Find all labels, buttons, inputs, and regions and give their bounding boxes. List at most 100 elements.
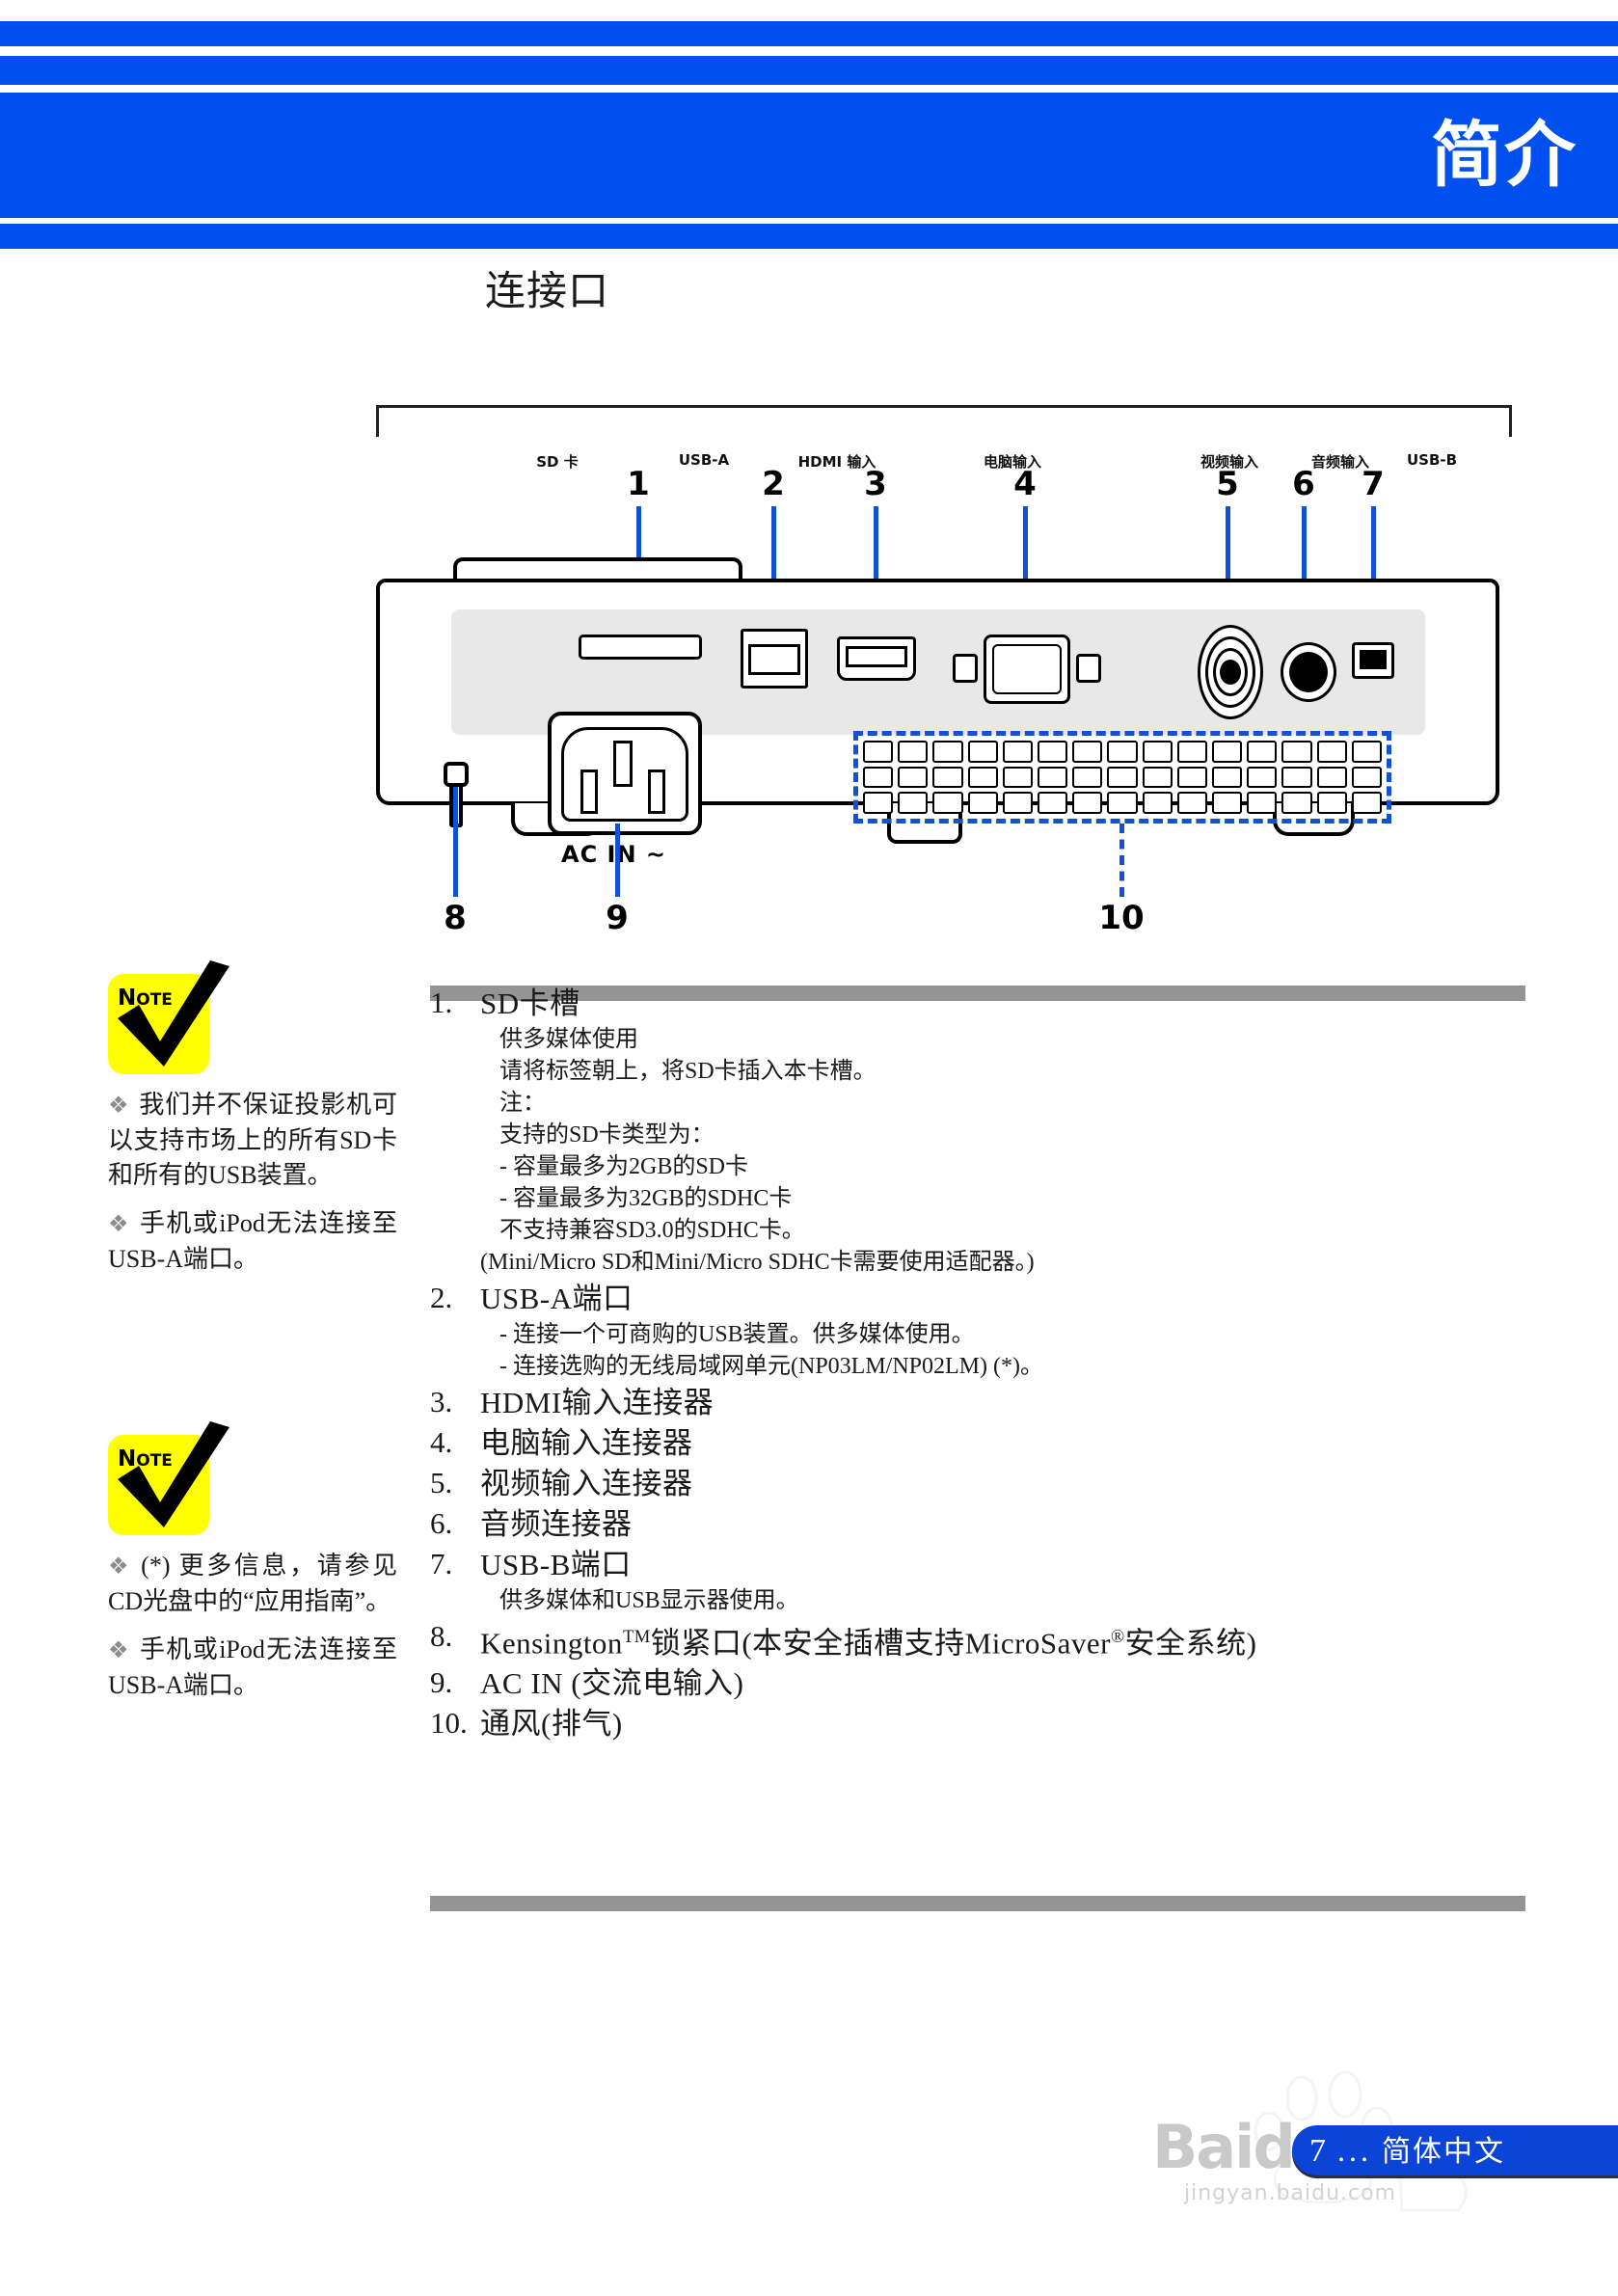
vent-cell <box>1212 741 1243 763</box>
leader-line-7 <box>1371 506 1376 641</box>
kensington-lock-icon <box>444 762 469 787</box>
audio-jack-inner <box>1289 652 1328 692</box>
callout-number-7: 7 <box>1362 465 1385 503</box>
leader-line-9 <box>615 824 620 897</box>
vent-cell <box>1002 792 1033 814</box>
vent-cell <box>1247 766 1278 789</box>
vent-cell <box>1281 766 1312 789</box>
list-item-detail: 注： <box>499 1091 546 1116</box>
list-item-body: 电脑输入连接器 <box>480 1423 1525 1464</box>
ac-inlet-pin-right <box>648 770 665 814</box>
list-item-number: 10. <box>430 1706 468 1741</box>
vent-cell <box>1072 766 1103 789</box>
port-label-1: USB-A <box>678 451 730 469</box>
vent-cell <box>863 741 894 763</box>
port-label-2: HDMI 输入 <box>797 453 876 471</box>
header-band-thin-bottom <box>0 224 1618 249</box>
vent-cell <box>932 741 963 763</box>
port-label-0: SD 卡 <box>536 453 579 471</box>
list-item: 8.KensingtonTM锁紧口(本安全插槽支持MicroSaver®安全系统… <box>430 1617 1525 1663</box>
list-item-title: HDMI输入连接器 <box>480 1386 715 1419</box>
vent-cell <box>1107 741 1138 763</box>
leader-line-3 <box>874 506 878 627</box>
list-item-body: USB-B端口供多媒体和USB显示器使用。 <box>480 1545 1525 1617</box>
list-item: 10. 通风(排气) <box>430 1704 1525 1744</box>
leader-line-4 <box>1023 506 1028 627</box>
note-icon-label: NOTE <box>118 986 173 1011</box>
vent-cell <box>1176 792 1207 814</box>
list-item-number: 9. <box>430 1665 453 1700</box>
list-item-detail: - 容量最多为2GB的SD卡 <box>499 1154 749 1179</box>
callout-number-10: 10 <box>1098 899 1145 937</box>
list-item-body: USB-A端口- 连接一个可商购的USB装置。供多媒体使用。- 连接选购的无线局… <box>480 1279 1525 1383</box>
note-paragraph: ❖手机或iPod无法连接至USB-A端口。 <box>108 1209 397 1273</box>
sd-card-slot-icon <box>579 635 702 660</box>
list-item-number: 2. <box>430 1281 453 1314</box>
list-item-detail: - 连接选购的无线局域网单元(NP03LM/NP02LM) (*)。 <box>499 1354 1043 1379</box>
port-label-3: 电脑输入 <box>983 453 1042 471</box>
note-paragraph: ❖(*) 更多信息，请参见CD光盘中的“应用指南”。 <box>108 1552 398 1615</box>
header-band-mid <box>0 56 1618 85</box>
vent-cell <box>1351 792 1382 814</box>
footer-language: 简体中文 <box>1382 2136 1505 2168</box>
list-item-title: USB-B端口 <box>480 1548 632 1581</box>
callout-number-8: 8 <box>444 899 467 937</box>
port-label-5: 音频输入 <box>1310 453 1370 471</box>
checkmark-icon <box>118 1421 229 1527</box>
vent-cell <box>1316 792 1347 814</box>
vent-highlight-box <box>853 731 1391 824</box>
vent-cell <box>898 741 929 763</box>
list-item-title: 音频连接器 <box>480 1507 633 1541</box>
vent-cell <box>1107 766 1138 789</box>
vent-cell <box>967 766 998 789</box>
list-item-body: AC IN (交流电输入) <box>480 1663 1525 1704</box>
list-item-number: 3. <box>430 1385 453 1418</box>
header-band-main <box>0 93 1618 218</box>
vent-cell <box>1038 792 1068 814</box>
vent-cell <box>1072 792 1103 814</box>
note-paragraph: ❖手机或iPod无法连接至USB-A端口。 <box>108 1635 397 1699</box>
list-item: 3. HDMI输入连接器 <box>430 1383 1525 1423</box>
hdmi-port-inner <box>846 646 907 667</box>
vent-cell <box>1281 741 1312 763</box>
connector-description-list: 1.SD卡槽供多媒体使用请将标签朝上，将SD卡插入本卡槽。注：支持的SD卡类型为… <box>430 984 1525 1744</box>
vent-cell <box>1038 766 1068 789</box>
vent-cell <box>1002 766 1033 789</box>
list-item-number: 6. <box>430 1506 453 1540</box>
vent-cell <box>1142 792 1173 814</box>
note-block-2: NOTE ❖(*) 更多信息，请参见CD光盘中的“应用指南”。 ❖手机或iPod… <box>108 1421 398 1703</box>
list-item-body: 通风(排气) <box>480 1704 1525 1744</box>
list-rule-top <box>430 986 1525 1001</box>
leader-line-2 <box>771 506 776 620</box>
projector-top-lip <box>453 557 742 582</box>
ac-in-label: AC IN ~ <box>561 841 667 868</box>
section-heading: 连接口 <box>485 267 610 314</box>
list-rule-bottom <box>430 1896 1525 1911</box>
vent-cell <box>1316 766 1347 789</box>
vent-cell <box>967 741 998 763</box>
list-item-title: 电脑输入连接器 <box>480 1426 693 1460</box>
vent-cell <box>1247 792 1278 814</box>
callout-number-2: 2 <box>762 465 785 503</box>
list-item-body: 音频连接器 <box>480 1504 1525 1545</box>
ac-inlet-pin-left <box>580 770 598 814</box>
leader-line-8 <box>453 787 458 897</box>
list-item: 1.SD卡槽供多媒体使用请将标签朝上，将SD卡插入本卡槽。注：支持的SD卡类型为… <box>430 984 1525 1279</box>
note-paragraph: ❖我们并不保证投影机可以支持市场上的所有SD卡和所有的USB装置。 <box>108 1091 397 1189</box>
ac-inlet-pin-ground <box>613 741 633 787</box>
vent-cell <box>863 792 894 814</box>
footer-page-info: 7 ... 简体中文 <box>1309 2125 1505 2175</box>
vent-cell <box>863 766 894 789</box>
list-item: 6. 音频连接器 <box>430 1504 1525 1545</box>
list-item-detail: 不支持兼容SD3.0的SDHC卡。 <box>499 1218 805 1243</box>
callout-number-4: 4 <box>1013 465 1037 503</box>
vent-cell <box>1176 766 1207 789</box>
list-item-number: 5. <box>430 1466 453 1499</box>
list-item-body: SD卡槽供多媒体使用请将标签朝上，将SD卡插入本卡槽。注：支持的SD卡类型为：-… <box>480 984 1525 1279</box>
callout-number-1: 1 <box>627 465 650 503</box>
computer-in-port-inner <box>992 644 1062 694</box>
port-label-6: USB-B <box>1406 451 1458 469</box>
page-number: 7 <box>1309 2133 1328 2169</box>
vent-cell <box>1247 741 1278 763</box>
